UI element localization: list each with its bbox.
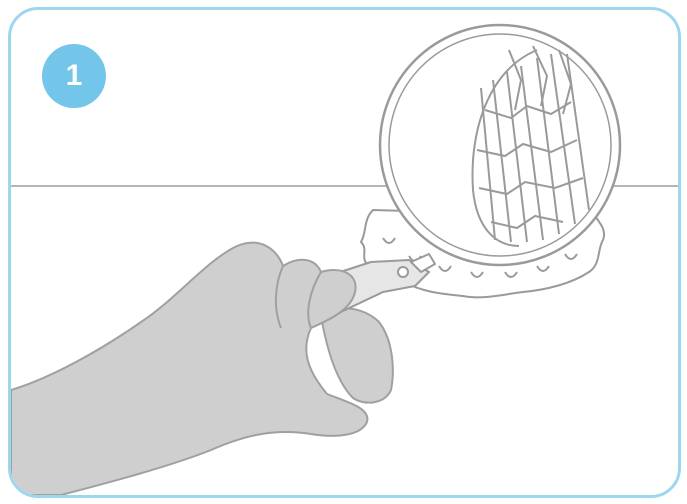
- step-badge: 1: [42, 44, 106, 108]
- step-number: 1: [66, 61, 83, 91]
- illustration: [11, 10, 678, 495]
- pliers-pivot: [398, 267, 408, 277]
- magnifier-icon: [380, 25, 620, 265]
- hand-icon: [11, 243, 435, 495]
- instruction-panel: 1: [8, 7, 681, 498]
